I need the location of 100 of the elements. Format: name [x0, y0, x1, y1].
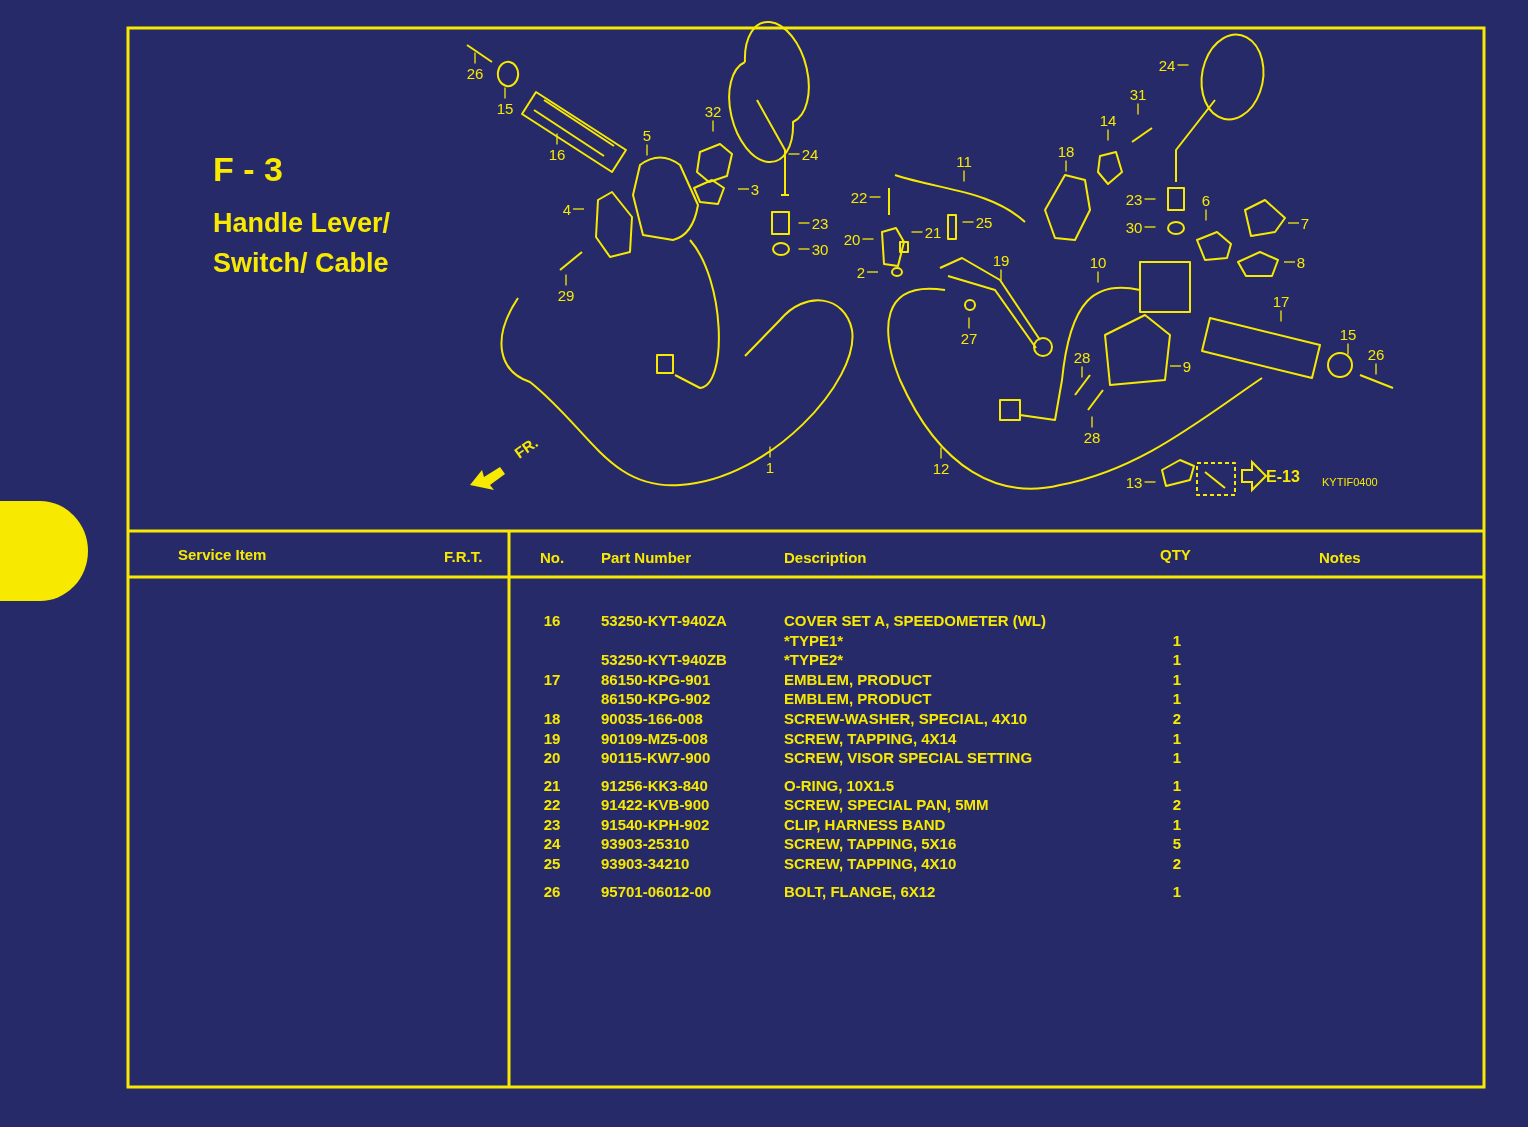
part-number: 90115-KW7-900 [601, 749, 711, 765]
leader-line [797, 248, 811, 250]
quantity: 1 [1172, 632, 1182, 648]
leader-line [1143, 198, 1157, 200]
callout-number: 13 [1125, 474, 1143, 490]
callout-number: 23 [1125, 191, 1143, 207]
item-number: 26 [543, 883, 561, 899]
callout-number: 24 [801, 146, 819, 162]
callout-number: 30 [811, 241, 829, 257]
part-number: 53250-KYT-940ZA [601, 612, 727, 628]
part-description: CLIP, HARNESS BAND [784, 816, 946, 832]
part-description: SCREW, TAPPING, 4X14 [784, 730, 957, 746]
quantity: 1 [1172, 730, 1182, 746]
column-header: Service Item [178, 546, 267, 562]
callout-number: 11 [956, 153, 972, 169]
leader-line [1287, 222, 1300, 224]
leader-line [963, 169, 965, 183]
column-header: Notes [1319, 549, 1361, 565]
item-number: 21 [543, 777, 561, 793]
leader-line [1205, 208, 1207, 222]
leader-line [868, 196, 882, 198]
part-number: 91540-KPH-902 [601, 816, 710, 832]
section-title: F - 3 [213, 152, 283, 186]
column-header: Part Number [601, 549, 692, 565]
quantity: 1 [1172, 651, 1182, 667]
callout-number: 26 [1367, 346, 1385, 362]
callout-number: 26 [466, 65, 484, 81]
quantity: 1 [1172, 883, 1182, 899]
figure-code: KYTIF0400 [1322, 476, 1378, 488]
part-number: 53250-KYT-940ZB [601, 651, 727, 667]
part-description: EMBLEM, PRODUCT [784, 690, 932, 706]
leader-line [1176, 64, 1190, 66]
quantity: 2 [1172, 855, 1182, 871]
callout-number: 5 [642, 127, 652, 143]
leader-line [787, 153, 801, 155]
column-header: QTY [1160, 546, 1191, 562]
callout-number: 7 [1300, 215, 1310, 231]
leader-line [1143, 481, 1157, 483]
part-description: *TYPE2* [784, 651, 844, 667]
callout-number: 25 [975, 214, 993, 230]
leader-line [1107, 128, 1109, 142]
leader-line [1283, 261, 1296, 263]
leader-line [1280, 309, 1282, 323]
callout-number: 29 [557, 287, 575, 303]
leader-line [861, 238, 875, 240]
part-number: 93903-25310 [601, 835, 690, 851]
quantity: 1 [1172, 671, 1182, 687]
callout-number: 28 [1083, 429, 1101, 445]
leader-line [565, 273, 567, 287]
item-number: 19 [543, 730, 561, 746]
callout-number: 18 [1057, 143, 1075, 159]
leader-line [1347, 342, 1349, 356]
leader-line [572, 208, 585, 210]
part-number: 91422-KVB-900 [601, 796, 710, 812]
direction-label: FR. [511, 434, 541, 461]
part-number: 91256-KK3-840 [601, 777, 708, 793]
callout-number: 15 [1339, 326, 1357, 342]
callout-number: 14 [1099, 112, 1117, 128]
leader-line [1137, 102, 1139, 116]
callout-number: 6 [1201, 192, 1211, 208]
callout-number: 23 [811, 215, 829, 231]
item-number: 23 [543, 816, 561, 832]
quantity: 2 [1172, 710, 1182, 726]
callout-number: 8 [1296, 254, 1306, 270]
section-subtitle: Handle Lever/ Switch/ Cable [213, 207, 392, 280]
leader-line [1000, 268, 1002, 282]
part-description: COVER SET A, SPEEDOMETER (WL) [784, 612, 1046, 628]
part-description: O-RING, 10X1.5 [784, 777, 895, 793]
part-description: BOLT, FLANGE, 6X12 [784, 883, 936, 899]
part-description: EMBLEM, PRODUCT [784, 671, 932, 687]
quantity: 5 [1172, 835, 1182, 851]
callout-number: 15 [496, 100, 514, 116]
part-description: SCREW, SPECIAL PAN, 5MM [784, 796, 989, 812]
part-description: SCREW, TAPPING, 4X10 [784, 855, 957, 871]
part-number: 90109-MZ5-008 [601, 730, 708, 746]
item-number: 25 [543, 855, 561, 871]
callout-number: 22 [850, 189, 868, 205]
callout-number: 17 [1272, 293, 1290, 309]
callout-number: 30 [1125, 219, 1143, 235]
callout-number: 19 [992, 252, 1010, 268]
callout-number: 4 [562, 201, 572, 217]
column-header: F.R.T. [444, 548, 483, 564]
leader-line [940, 446, 942, 460]
callout-number: 1 [765, 459, 775, 475]
item-number: 17 [543, 671, 561, 687]
item-number: 22 [543, 796, 561, 812]
quantity: 1 [1172, 749, 1182, 765]
leader-line [961, 221, 975, 223]
part-number: 86150-KPG-902 [601, 690, 711, 706]
callout-number: 32 [704, 103, 722, 119]
part-description: SCREW, VISOR SPECIAL SETTING [784, 749, 1033, 765]
callout-number: 21 [924, 224, 942, 240]
leader-line [504, 86, 506, 100]
leader-line [1081, 365, 1083, 379]
quantity: 2 [1172, 796, 1182, 812]
leader-line [797, 222, 811, 224]
page-reference: E-13 [1266, 469, 1300, 485]
callout-number: 3 [750, 181, 760, 197]
leader-line [769, 445, 771, 459]
leader-line [737, 188, 750, 190]
